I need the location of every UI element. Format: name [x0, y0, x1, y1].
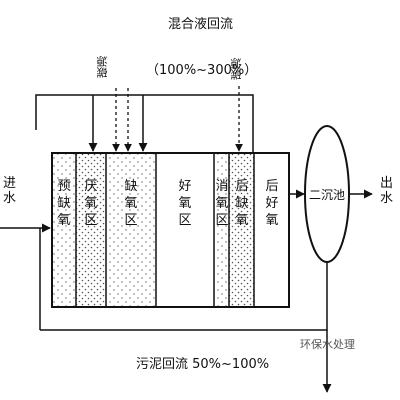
- recycle-ratio: （100%~300%）: [146, 63, 258, 78]
- clarifier-label: 二沉池: [309, 188, 346, 202]
- zone-label-char: 区: [215, 213, 229, 228]
- carbon-source-label-1: 碳源: [96, 56, 109, 78]
- zone-label-char: 缺: [235, 196, 249, 211]
- carbon-source-lines: [112, 86, 243, 152]
- zone-label-char: 缺: [57, 196, 71, 211]
- zone-post-anoxic: [229, 153, 254, 307]
- zone-label-char: 氧: [265, 213, 279, 228]
- zone-label-aerobic: 好氧区: [177, 178, 193, 229]
- zone-anaerobic: [76, 153, 106, 307]
- zone-label-char: 后: [235, 179, 249, 194]
- zone-label-deoxygen: 消氧区: [214, 178, 230, 229]
- zone-label-char: 氧: [84, 196, 98, 211]
- zone-label-char: 厌: [84, 179, 98, 194]
- zone-label-char: 消: [215, 179, 229, 194]
- zone-label-char: 氧: [124, 196, 138, 211]
- outlet-label: 出水: [380, 176, 394, 206]
- zone-label-char: 后: [265, 179, 279, 194]
- zone-label-char: 缺: [124, 179, 138, 194]
- zone-label-post-anoxic: 后缺氧: [234, 178, 250, 229]
- zone-label-char: 氧: [57, 213, 71, 228]
- sludge-return-label: 污泥回流 50%~100%: [136, 357, 270, 372]
- zone-label-char: 区: [124, 213, 138, 228]
- zone-dividers: [75, 153, 255, 307]
- zone-label-char: 好: [178, 179, 192, 194]
- zone-label-char: 预: [57, 179, 71, 194]
- zone-label-anoxic: 缺氧区: [123, 178, 139, 229]
- zone-pre-anoxic: [52, 153, 76, 307]
- recycle-top-line: [35, 94, 254, 153]
- zone-aerobic: [156, 153, 214, 307]
- zone-label-anaerobic: 厌氧区: [83, 178, 99, 229]
- zone-anoxic: [106, 153, 156, 307]
- zone-label-post-aerobic: 后好氧: [264, 178, 280, 229]
- zone-label-char: 区: [178, 213, 192, 228]
- zone-label-char: 区: [84, 213, 98, 228]
- carbon-source-label-2: 碳源: [230, 58, 243, 80]
- watermark: 环保水处理: [300, 338, 355, 351]
- zone-label-pre-anoxic: 预缺氧: [56, 178, 72, 229]
- inlet-label: 进水: [3, 176, 17, 206]
- recycle-title: 混合液回流: [168, 17, 234, 32]
- zone-label-char: 好: [265, 196, 279, 211]
- zone-deoxygen: [214, 153, 229, 307]
- zone-label-char: 氧: [178, 196, 192, 211]
- zone-label-char: 氧: [235, 213, 249, 228]
- zone-label-char: 氧: [215, 196, 229, 211]
- zone-post-aerobic: [254, 153, 289, 307]
